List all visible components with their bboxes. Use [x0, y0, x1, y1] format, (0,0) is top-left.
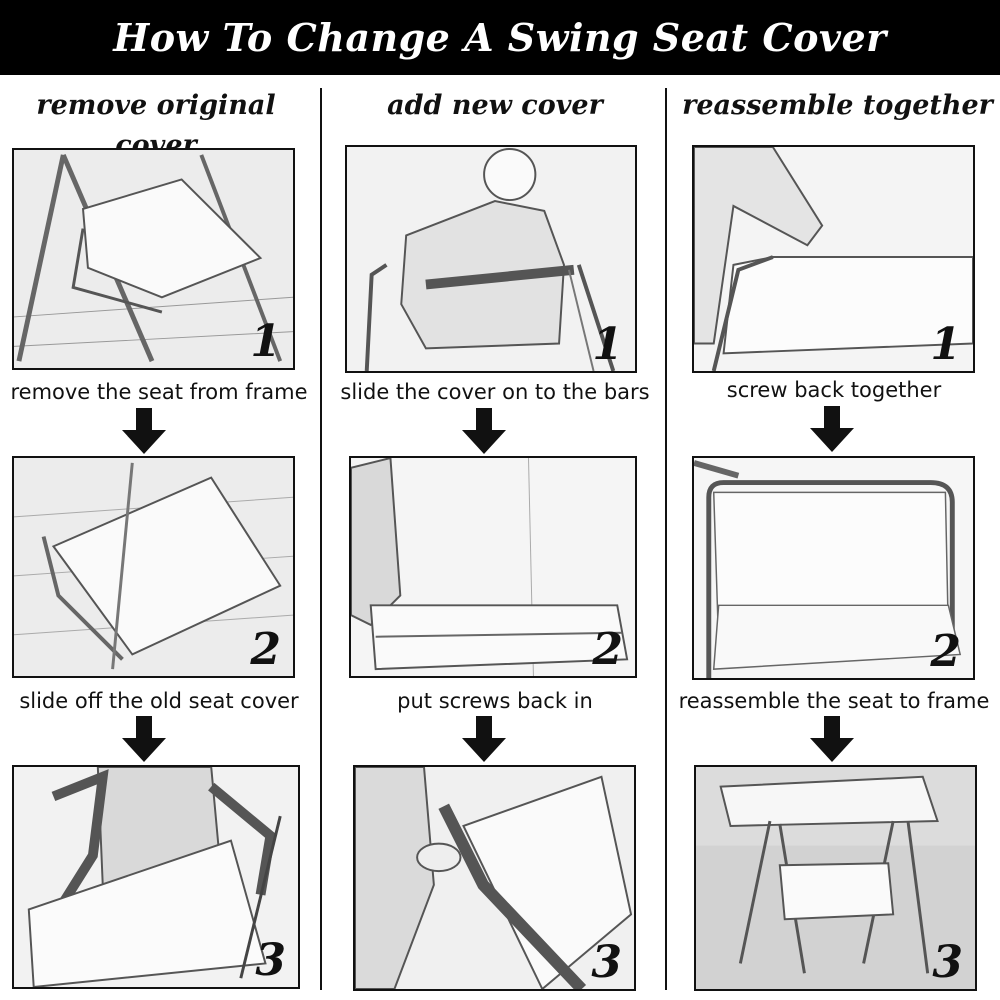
photo-tighten-screws: 3 — [353, 765, 636, 991]
step-number: 1 — [250, 316, 281, 367]
photo-finished-swing: 3 — [694, 765, 977, 991]
photo-remove-cover-fabric: 3 — [12, 765, 300, 989]
step-number: 2 — [250, 624, 281, 675]
column-heading-remove: remove original cover — [36, 90, 276, 161]
photo-reassembled-seat: 2 — [692, 456, 975, 680]
step-number: 3 — [591, 937, 622, 988]
caption-slide-on-bars: slide the cover on to the bars — [340, 380, 650, 404]
caption-reassemble-seat: reassemble the seat to frame — [678, 689, 990, 713]
down-arrow-icon — [810, 716, 854, 762]
title-banner — [0, 0, 1000, 75]
photo-screw-back-together: 1 — [692, 145, 975, 373]
caption-remove-seat: remove the seat from frame — [10, 380, 308, 404]
step-number: 1 — [592, 319, 623, 370]
down-arrow-icon — [810, 406, 854, 452]
caption-screw-back: screw back together — [726, 378, 942, 402]
down-arrow-icon — [122, 408, 166, 454]
step-number: 2 — [592, 624, 623, 675]
step-number: 1 — [930, 319, 961, 370]
photo-slide-cover-on-bars: 1 — [345, 145, 637, 373]
step-number: 3 — [255, 935, 286, 986]
column-heading-add: add new cover — [387, 90, 603, 121]
page-title: How To Change A Swing Seat Cover — [113, 15, 887, 60]
column-divider-right — [665, 88, 667, 990]
caption-slide-off: slide off the old seat cover — [19, 689, 299, 713]
column-heading-reassemble: reassemble together — [682, 90, 993, 121]
step-number: 2 — [930, 626, 961, 677]
photo-remove-seat-from-frame: 1 — [12, 148, 295, 370]
photo-put-screws-back: 2 — [349, 456, 637, 678]
photo-slide-off-old-cover: 2 — [12, 456, 295, 678]
step-number: 3 — [932, 937, 963, 988]
down-arrow-icon — [462, 408, 506, 454]
column-divider-left — [320, 88, 322, 990]
caption-put-screws: put screws back in — [397, 689, 593, 713]
down-arrow-icon — [462, 716, 506, 762]
down-arrow-icon — [122, 716, 166, 762]
